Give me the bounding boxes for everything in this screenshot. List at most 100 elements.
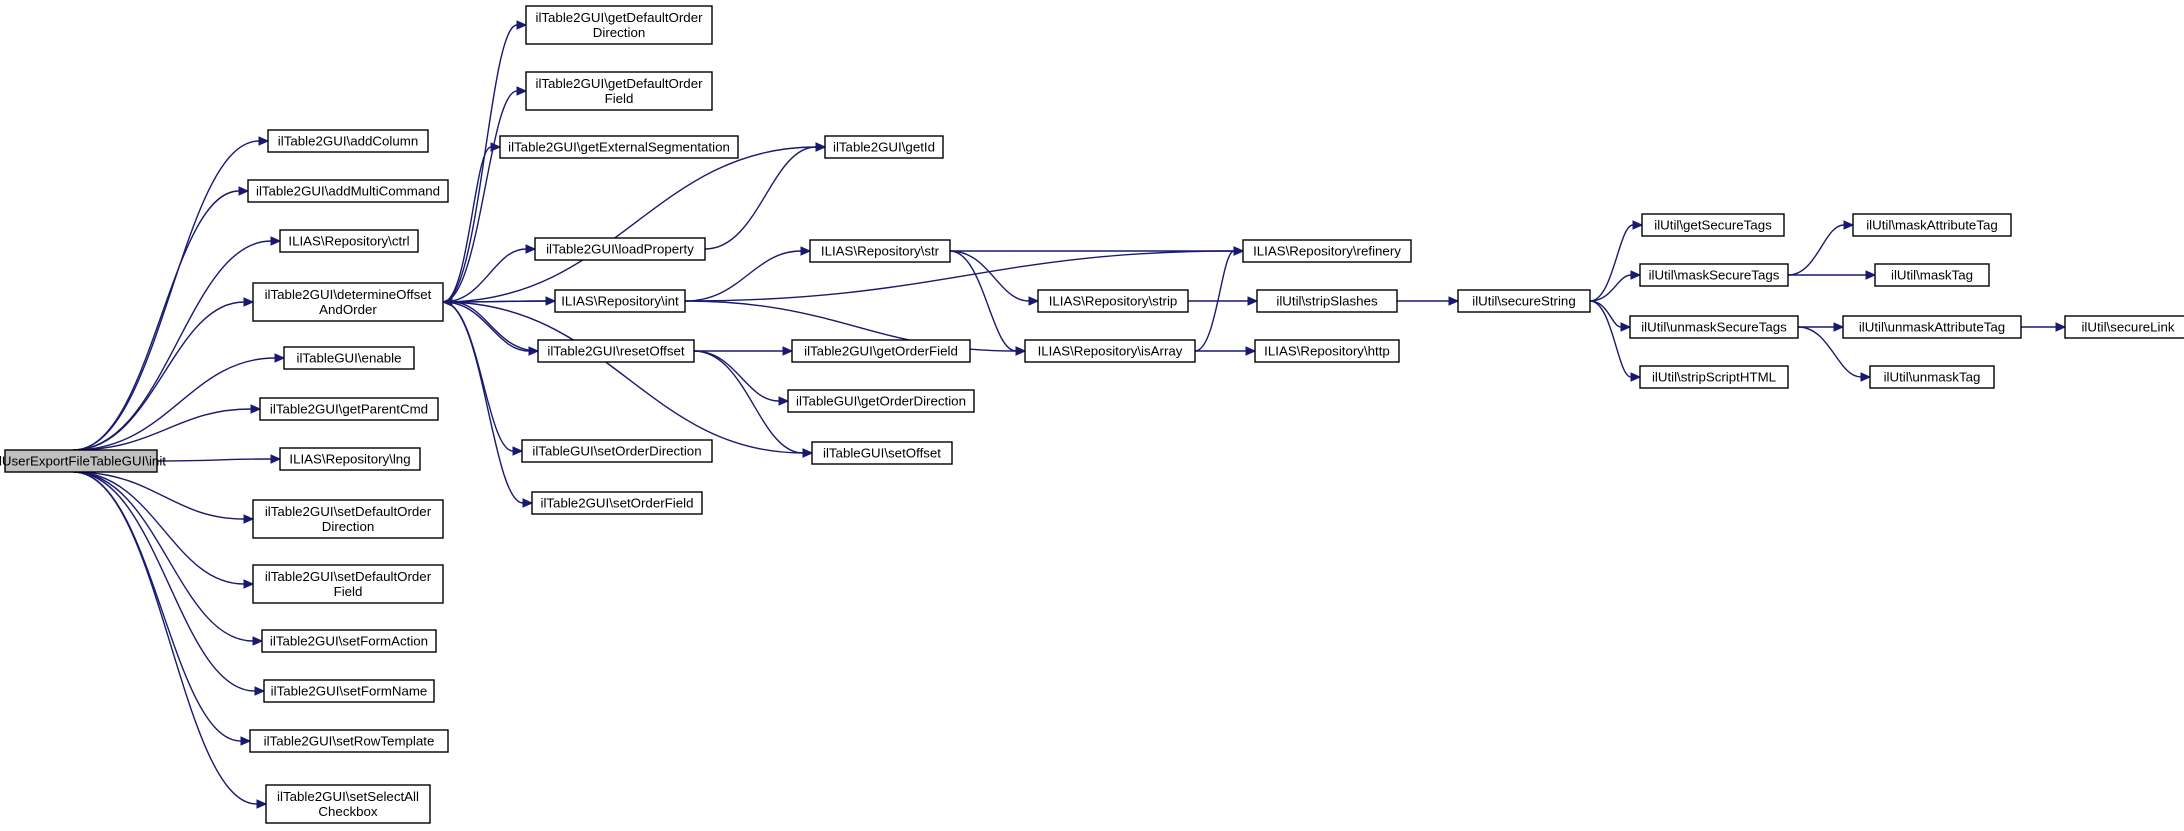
node-ilias-repository-http[interactable]: ILIAS\Repository\http [1254, 339, 1400, 363]
node-iltablegui-setoffset[interactable]: ilTableGUI\setOffset [811, 441, 953, 465]
node-ilutil-unmasksecuretags[interactable]: ilUtil\unmaskSecureTags [1629, 315, 1799, 339]
node-ilutil-unmasktag[interactable]: ilUtil\unmaskTag [1869, 365, 1995, 389]
edge-arrowhead [1245, 346, 1257, 356]
edge-iltable2gui-resetoffset-to-iltablegui-setoffset [693, 350, 804, 454]
edge-iluserexportfiletablegui-init-to-iltable2gui-setselectallcheckbox [73, 471, 258, 805]
edge-iltable2gui-resetoffset-to-iltable2gui-determineoffsetandorder [451, 301, 539, 352]
edge-ilias-repository-int-to-iltable2gui-determineoffsetandorder [451, 300, 556, 303]
node-ilias-repository-ctrl[interactable]: ILIAS\Repository\ctrl [279, 229, 419, 253]
node-iltablegui-getorderdirection[interactable]: ilTableGUI\getOrderDirection [787, 389, 975, 413]
node-label: ILIAS\Repository\strip [1049, 294, 1178, 309]
edge-arrowhead [254, 686, 266, 696]
node-box [4, 449, 158, 473]
node-label: ILIAS\Repository\isArray [1038, 344, 1183, 359]
edge-ilias-repository-int-to-ilias-repository-str [684, 250, 802, 302]
edge-arrowhead [802, 448, 814, 458]
node-ilutil-securelink[interactable]: ilUtil\secureLink [2064, 315, 2184, 339]
node-iltable2gui-getorderfield[interactable]: ilTable2GUI\getOrderField [791, 339, 971, 363]
node-label: ILIAS\Repository\str [821, 244, 940, 259]
node-label: ilUtil\unmaskTag [1884, 370, 1981, 385]
node-ilutil-unmaskattributetag[interactable]: ilUtil\unmaskAttributeTag [1842, 315, 2022, 339]
node-iltable2gui-setformaction[interactable]: ilTable2GUI\setFormAction [261, 629, 437, 653]
edge-iltable2gui-determineoffsetandorder-to-iltablegui-setoffset [442, 301, 804, 454]
edge-arrowhead [238, 186, 250, 196]
edge-arrowhead [512, 446, 524, 456]
node-iltable2gui-loadproperty[interactable]: ilTable2GUI\loadProperty [534, 237, 706, 261]
node-label: Checkbox [318, 804, 377, 819]
node-ilias-repository-int[interactable]: ILIAS\Repository\int [554, 289, 686, 313]
node-box [1037, 289, 1189, 313]
node-label: AndOrder [319, 302, 377, 317]
node-label: ilUtil\maskSecureTags [1649, 268, 1780, 283]
node-ilias-repository-strip[interactable]: ILIAS\Repository\strip [1037, 289, 1189, 313]
node-label: ilUtil\maskAttributeTag [1866, 218, 1998, 233]
node-box [1874, 263, 1990, 287]
edge-iluserexportfiletablegui-init-to-iltable2gui-setrowtemplate [73, 471, 242, 742]
node-box [1869, 365, 1995, 389]
node-box [787, 389, 975, 413]
edge-ilias-repository-isarray-to-ilias-repository-refinery [1194, 250, 1235, 352]
edge-iluserexportfiletablegui-init-to-ilias-repository-lng [156, 458, 272, 462]
node-ilias-repository-str[interactable]: ILIAS\Repository\str [809, 239, 951, 263]
edge-ilutil-unmasksecuretags-to-ilutil-unmasktag [1797, 326, 1862, 378]
node-ilias-repository-isarray[interactable]: ILIAS\Repository\isArray [1024, 339, 1196, 363]
edge-arrowhead [441, 297, 453, 307]
node-label: ilTable2GUI\getParentCmd [270, 402, 428, 417]
edge-iltable2gui-determineoffsetandorder-to-iltable2gui-setorderfield [442, 301, 524, 504]
node-ilutil-masktag[interactable]: ilUtil\maskTag [1874, 263, 1990, 287]
edge-iluserexportfiletablegui-init-to-iltable2gui-determineoffsetandorder [73, 301, 245, 451]
node-ilutil-stripscripthtml[interactable]: ilUtil\stripScriptHTML [1639, 365, 1789, 389]
edge-arrowhead [1860, 372, 1872, 382]
node-iltable2gui-resetoffset[interactable]: ilTable2GUI\resetOffset [537, 339, 695, 363]
edge-arrowhead [240, 736, 252, 746]
node-label: ilTableGUI\setOrderDirection [532, 444, 701, 459]
node-box [2064, 315, 2184, 339]
node-iltable2gui-getparentcmd[interactable]: ilTable2GUI\getParentCmd [259, 397, 439, 421]
node-iltable2gui-setrowtemplate[interactable]: ilTable2GUI\setRowTemplate [249, 729, 449, 753]
nodes-layer: ilUserExportFileTableGUI\init ilTable2GUI… [0, 5, 2184, 824]
edge-arrowhead [270, 454, 282, 464]
node-iltablegui-setorderdirection[interactable]: ilTableGUI\setOrderDirection [521, 439, 713, 463]
node-box [525, 5, 713, 45]
node-iltable2gui-getid[interactable]: ilTable2GUI\getId [824, 135, 944, 159]
edge-iltable2gui-determineoffsetandorder-to-iltable2gui-getid [442, 146, 817, 303]
node-ilutil-securestring[interactable]: ilUtil\secureString [1457, 289, 1591, 313]
edge-arrowhead [782, 346, 794, 356]
node-ilias-repository-refinery[interactable]: ILIAS\Repository\refinery [1242, 239, 1412, 263]
node-label: ilUtil\stripSlashes [1276, 294, 1378, 309]
node-box [824, 135, 944, 159]
node-iltable2gui-setorderfield[interactable]: ilTable2GUI\setOrderField [531, 491, 703, 515]
node-iltablegui-enable[interactable]: ilTableGUI\enable [283, 346, 415, 370]
edge-ilutil-securestring-to-ilutil-masksecuretags [1589, 274, 1632, 302]
node-iltable2gui-addcolumn[interactable]: ilTable2GUI\addColumn [267, 129, 429, 153]
node-iluserexportfiletablegui-init[interactable]: ilUserExportFileTableGUI\init [0, 449, 166, 473]
edge-arrowhead [1833, 322, 1845, 332]
node-label: ILIAS\Repository\int [561, 294, 679, 309]
node-ilutil-stripslashes[interactable]: ilUtil\stripSlashes [1256, 289, 1398, 313]
node-box [537, 339, 695, 363]
node-ilias-repository-lng[interactable]: ILIAS\Repository\lng [279, 447, 421, 471]
node-label: ilTable2GUI\addColumn [278, 134, 418, 149]
node-box [1639, 365, 1789, 389]
node-label: ilUtil\maskTag [1891, 268, 1973, 283]
node-label: ilTableGUI\setOffset [823, 446, 941, 461]
node-box [1639, 263, 1789, 287]
node-ilutil-masksecuretags[interactable]: ilUtil\maskSecureTags [1639, 263, 1789, 287]
node-iltable2gui-addmulticommand[interactable]: ilTable2GUI\addMultiCommand [247, 179, 449, 203]
edge-arrowhead [1630, 270, 1642, 280]
node-box [499, 135, 739, 159]
node-label: ilUserExportFileTableGUI\init [0, 454, 166, 469]
node-ilutil-maskattributetag[interactable]: ilUtil\maskAttributeTag [1852, 213, 2012, 237]
edge-arrowhead [243, 297, 255, 307]
node-iltable2gui-setformname[interactable]: ilTable2GUI\setFormName [263, 679, 435, 703]
node-ilutil-getsecuretags[interactable]: ilUtil\getSecureTags [1641, 213, 1785, 237]
node-box [809, 239, 951, 263]
node-iltable2gui-getexternalsegmentation[interactable]: ilTable2GUI\getExternalSegmentation [499, 135, 739, 159]
node-label: Field [605, 91, 634, 106]
